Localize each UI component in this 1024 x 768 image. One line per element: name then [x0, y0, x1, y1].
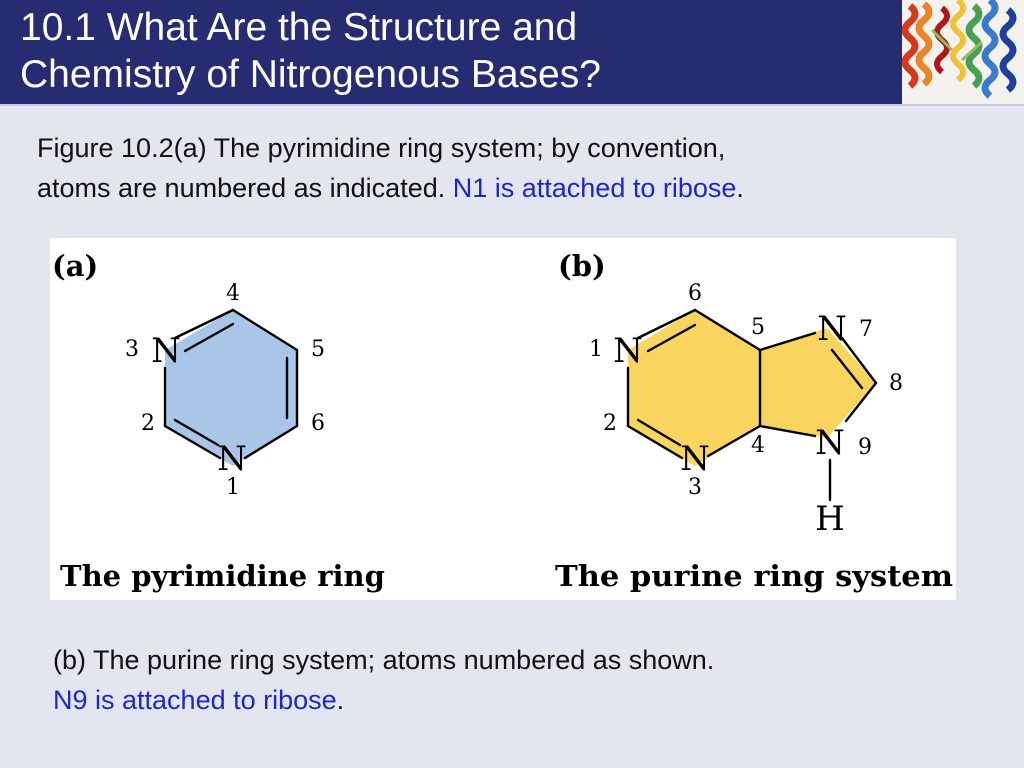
purine-number-1: 1 [589, 337, 603, 362]
purine-number-9: 9 [858, 435, 872, 460]
caption-b-period: . [336, 685, 345, 715]
purine-number-5: 5 [751, 315, 765, 340]
purine-atom-n7: N [817, 309, 847, 349]
caption-b-line-1: (b) The purine ring system; atoms number… [53, 645, 715, 675]
purine-number-8: 8 [889, 371, 903, 396]
purine-number-3: 3 [688, 475, 702, 500]
caption-a-line-2: atoms are numbered as indicated. [37, 173, 453, 203]
purine-atom-n3: N [680, 439, 710, 479]
purine-number-2: 2 [603, 411, 617, 436]
caption-a-period: . [736, 173, 744, 203]
pyrimidine-number-4: 4 [226, 281, 240, 306]
slide-title-line-2: Chemistry of Nitrogenous Bases? [20, 53, 601, 96]
purine-number-7: 7 [859, 317, 873, 342]
pyrimidine-number-3: 3 [125, 337, 139, 362]
pyrimidine-number-6: 6 [311, 411, 325, 436]
pyrimidine-atom-n3: N [151, 331, 181, 371]
pyrimidine-number-1: 1 [226, 475, 240, 500]
caption-a-line-1: Figure 10.2(a) The pyrimidine ring syste… [37, 133, 726, 163]
purine-atom-n1: N [613, 331, 643, 371]
figure-caption-b: (b) The purine ring system; atoms number… [53, 640, 973, 720]
title-bar: 10.1 What Are the Structure and Chemistr… [0, 0, 1024, 104]
caption-a-highlight: N1 is attached to ribose [452, 173, 737, 203]
pyrimidine-atom-n1: N [217, 439, 247, 479]
purine-diagram: (b) N N N N H 6 1 5 7 8 2 4 9 3 The puri… [555, 249, 953, 593]
purine-atom-h: H [815, 499, 845, 539]
header-divider [0, 104, 1024, 106]
pyrimidine-caption: The pyrimidine ring [60, 559, 385, 593]
caption-b-highlight: N9 is attached to ribose [53, 685, 337, 715]
pyrimidine-number-2: 2 [141, 411, 155, 436]
purine-atom-n9: N [815, 423, 845, 463]
pyrimidine-label: (a) [52, 249, 98, 283]
protein-structure-image [902, 0, 1024, 104]
purine-number-6: 6 [688, 281, 702, 306]
slide-title-line-1: 10.1 What Are the Structure and [20, 6, 578, 49]
purine-ring-fill [628, 310, 876, 466]
slide-title: 10.1 What Are the Structure and Chemistr… [20, 4, 880, 98]
figure-panel: (a) N N 4 3 5 2 6 1 The pyrimidine ring [50, 238, 956, 600]
purine-label: (b) [558, 249, 606, 283]
pyrimidine-diagram: (a) N N 4 3 5 2 6 1 The pyrimidine ring [52, 249, 385, 593]
pyrimidine-ring-fill [165, 310, 297, 466]
pyrimidine-number-5: 5 [311, 337, 325, 362]
purine-number-4: 4 [751, 433, 765, 458]
purine-caption: The purine ring system [555, 559, 953, 593]
figure-caption-a: Figure 10.2(a) The pyrimidine ring syste… [37, 128, 997, 208]
